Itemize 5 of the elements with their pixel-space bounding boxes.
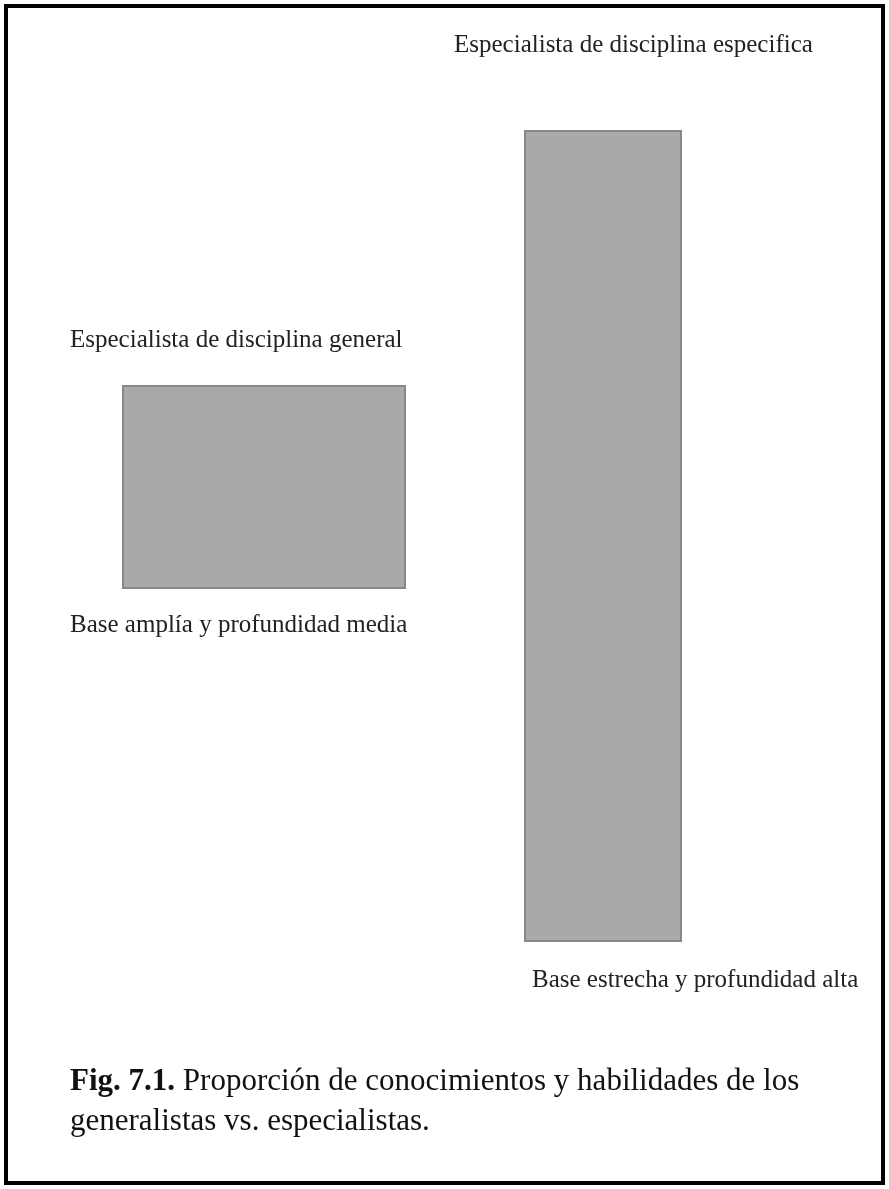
bar-description: Base estrecha y profundidad alta [532, 965, 859, 993]
bar-heading: Especialista de disciplina especifica [454, 30, 813, 58]
bar-heading: Especialista de disciplina general [70, 325, 403, 353]
bar-description: Base amplía y profundidad media [70, 610, 408, 638]
figure-caption: Fig. 7.1. Proporción de conocimientos y habilidades de los generalistas vs. especialistas. [70, 1061, 801, 1139]
